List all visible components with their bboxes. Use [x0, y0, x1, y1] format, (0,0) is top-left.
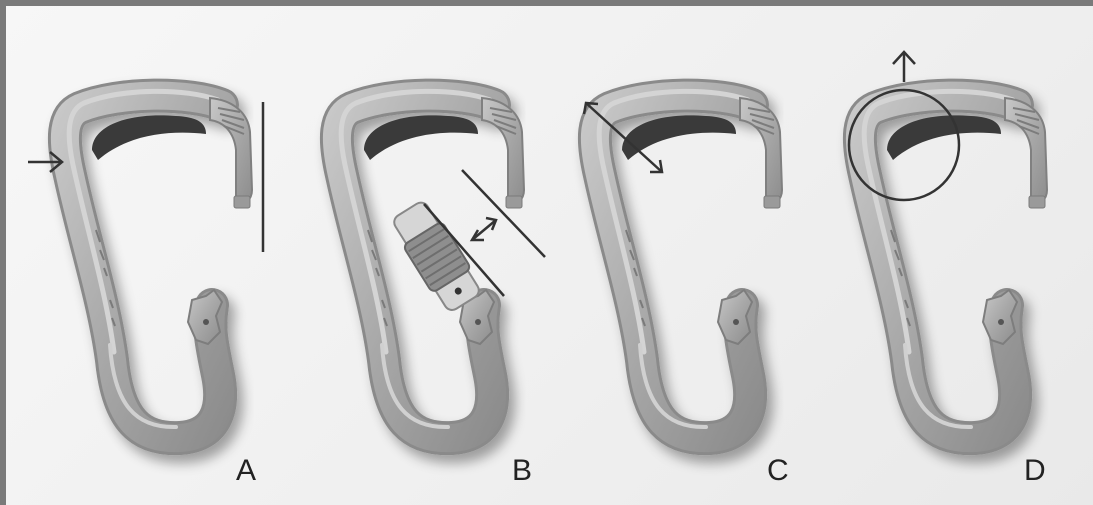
- panel-label-d: D: [1024, 456, 1046, 486]
- panel-label-c: C: [767, 456, 789, 486]
- panel-d-carabiner: [860, 91, 1047, 438]
- panel-b-line-outer: [462, 170, 545, 257]
- panel-label-b: B: [512, 456, 532, 486]
- panel-label-a: A: [236, 456, 256, 486]
- panel-c-carabiner: [595, 91, 782, 438]
- panel-a-carabiner: [65, 91, 252, 438]
